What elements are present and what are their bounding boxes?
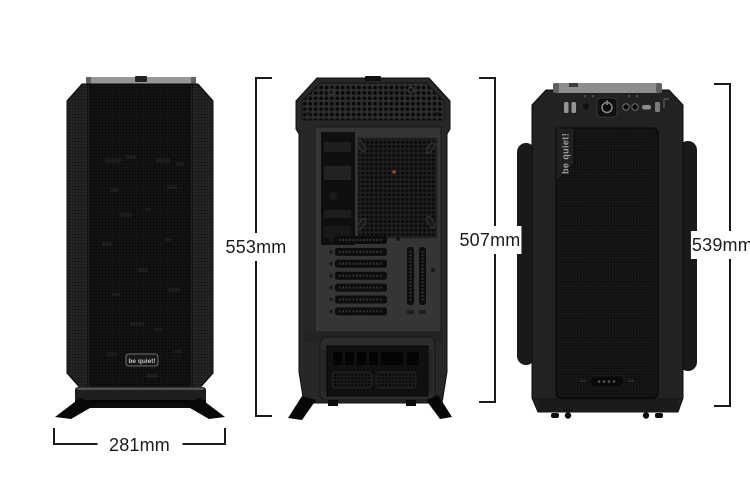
reset-button-icon xyxy=(581,102,591,111)
rear-fan-grille xyxy=(356,137,438,239)
fan-switch-icon xyxy=(655,102,660,112)
case-top-view: be quiet! xyxy=(517,83,697,419)
top-io-panel xyxy=(564,95,669,118)
top-logo-text: be quiet! xyxy=(561,133,571,174)
rear-psu-bay xyxy=(319,336,436,406)
dimension-label-height-chassis: 507mm xyxy=(458,226,522,254)
dimension-cap xyxy=(714,405,731,407)
front-top-edge xyxy=(86,76,196,84)
rear-vertical-slots xyxy=(396,237,435,314)
power-button-icon xyxy=(596,97,618,118)
switch-bracket xyxy=(663,98,669,108)
dimension-label-depth: 539mm xyxy=(690,231,750,259)
front-left-strip xyxy=(66,83,89,391)
dimension-tick xyxy=(224,428,226,445)
rear-io-cutout xyxy=(321,132,355,245)
rear-top-vent xyxy=(301,82,445,121)
top-rear-edge xyxy=(535,398,680,419)
dimension-height-chassis: 507mm xyxy=(458,77,522,403)
case-rear-view xyxy=(288,76,452,420)
usb-port-icon xyxy=(571,102,576,113)
front-mesh-panel xyxy=(89,85,191,389)
io-indicator-ticks xyxy=(584,95,638,98)
front-feet xyxy=(55,398,225,419)
usb-c-port-icon xyxy=(642,105,651,110)
dimension-height-total: 553mm xyxy=(224,77,288,417)
thumbscrew-icon xyxy=(564,412,572,419)
dimension-cap xyxy=(479,77,496,79)
front-brand-badge: be quiet! xyxy=(125,353,159,367)
rear-top-notch xyxy=(365,76,381,81)
thumbscrew-icon xyxy=(655,413,663,418)
fan-accent-dot xyxy=(392,170,396,174)
top-front-edge xyxy=(553,83,662,93)
thumbscrew-icon xyxy=(642,412,650,419)
top-logo-plate xyxy=(555,127,575,183)
audio-jack-icon xyxy=(622,103,630,111)
top-left-side-bulge xyxy=(517,143,535,365)
dimension-cap xyxy=(255,415,272,417)
front-mesh-reflections xyxy=(102,155,184,378)
dimension-label-height-total: 553mm xyxy=(224,233,288,261)
top-mesh-cover: be quiet! xyxy=(555,127,659,399)
dimension-cap xyxy=(714,83,731,85)
case-front-view: be quiet! xyxy=(55,76,225,419)
rear-expansion-slots xyxy=(329,236,387,316)
front-logo-text: be quiet! xyxy=(128,358,155,365)
top-rear-latch xyxy=(580,375,634,388)
mic-jack-icon xyxy=(631,103,639,111)
usb-port-icon xyxy=(564,102,569,113)
dimension-width: 281mm xyxy=(53,428,226,454)
front-bottom-bar xyxy=(75,387,206,408)
dimension-cap xyxy=(255,77,272,79)
dimension-cap xyxy=(479,401,496,403)
rear-feet xyxy=(288,395,452,420)
dimension-label-width: 281mm xyxy=(96,436,183,454)
dimension-depth: 539mm xyxy=(690,83,750,407)
front-right-strip xyxy=(191,83,214,391)
thumbscrew-icon xyxy=(551,413,559,418)
dimension-tick xyxy=(53,428,55,445)
